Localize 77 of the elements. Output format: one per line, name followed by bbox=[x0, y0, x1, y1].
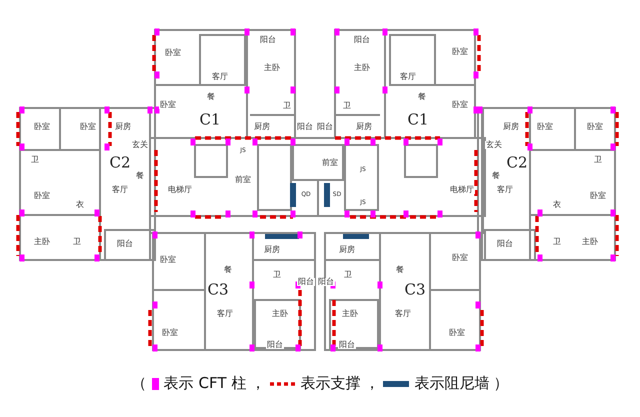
room-label: 卫 bbox=[593, 156, 603, 164]
room-label: 卧室 bbox=[448, 329, 466, 337]
room-label: 餐 bbox=[395, 266, 405, 274]
room-label: 厨房 bbox=[502, 123, 520, 131]
room-label: 阳台 bbox=[266, 341, 284, 349]
legend-punctuation: （ bbox=[132, 374, 147, 393]
room-label: 阳台 bbox=[259, 36, 277, 44]
room-label: 主卧 bbox=[341, 310, 359, 318]
room-label: 餐 bbox=[417, 93, 427, 101]
room-label: 阳台 bbox=[297, 278, 315, 286]
room-label: 阳台 bbox=[296, 123, 314, 131]
room-label: 主卧 bbox=[581, 238, 599, 246]
room-label: 阳台 bbox=[353, 36, 371, 44]
room-label: 卧室 bbox=[451, 101, 469, 109]
room-label: 卫 bbox=[72, 238, 82, 246]
room-label: 阳台 bbox=[116, 240, 134, 248]
unit-label: C1 bbox=[406, 112, 430, 128]
legend-punctuation: ， bbox=[250, 374, 266, 393]
room-label: 卫 bbox=[272, 271, 282, 279]
room-label: 厨房 bbox=[355, 123, 373, 131]
room-label: 卧室 bbox=[33, 123, 51, 131]
room-label: 阳台 bbox=[496, 240, 514, 248]
room-label: 卧室 bbox=[33, 192, 51, 200]
room-label: 卧室 bbox=[589, 192, 607, 200]
room-label: 主卧 bbox=[271, 310, 289, 318]
room-label: 阳台 bbox=[338, 341, 356, 349]
room-label: 卫 bbox=[282, 102, 292, 110]
room-label: 卧室 bbox=[159, 256, 177, 264]
room-label: 卫 bbox=[30, 156, 40, 164]
room-label: 玄关 bbox=[131, 141, 149, 149]
room-label: 餐 bbox=[491, 172, 501, 180]
room-label: 主卧 bbox=[263, 64, 281, 72]
room-label: 电梯厅 bbox=[449, 186, 475, 194]
room-label: 客厅 bbox=[111, 186, 129, 194]
room-label: 卫 bbox=[552, 238, 562, 246]
room-label: 阳台 bbox=[316, 123, 334, 131]
room-label: 卧室 bbox=[586, 123, 604, 131]
room-label: 前室 bbox=[234, 176, 252, 184]
room-label: 卧室 bbox=[79, 123, 97, 131]
room-label: 主卧 bbox=[353, 64, 371, 72]
room-label: 餐 bbox=[223, 266, 233, 274]
room-label: 客厅 bbox=[394, 310, 412, 318]
room-label: 客厅 bbox=[496, 186, 514, 194]
room-label: 厨房 bbox=[263, 246, 281, 254]
room-label: 主卧 bbox=[33, 238, 51, 246]
unit-label: C3 bbox=[206, 282, 230, 298]
room-label: 客厅 bbox=[211, 73, 229, 81]
room-label: 卧室 bbox=[161, 329, 179, 337]
room-label: 卧室 bbox=[451, 254, 469, 262]
room-label: 衣 bbox=[75, 201, 85, 209]
room-label: 客厅 bbox=[216, 310, 234, 318]
room-label: 卧室 bbox=[164, 49, 182, 57]
legend-text: 表示支撑 bbox=[300, 374, 360, 393]
room-label: 卧室 bbox=[159, 101, 177, 109]
room-label: 餐 bbox=[135, 172, 145, 180]
unit-label: C2 bbox=[108, 156, 132, 170]
unit-label: C3 bbox=[403, 282, 427, 298]
unit-label: C1 bbox=[198, 112, 222, 128]
room-label: 电梯厅 bbox=[167, 186, 193, 194]
room-label: 厨房 bbox=[114, 123, 132, 131]
room-label: 前室 bbox=[321, 159, 339, 167]
room-label: 卧室 bbox=[536, 123, 554, 131]
room-label: 厨房 bbox=[338, 246, 356, 254]
room-label: 卧室 bbox=[451, 48, 469, 56]
unit-label: C2 bbox=[505, 156, 529, 170]
room-label: 厨房 bbox=[253, 123, 271, 131]
legend-text: 表示阻尼墙 bbox=[414, 374, 490, 393]
room-label: 阳台 bbox=[317, 278, 335, 286]
legend-punctuation: ， bbox=[364, 374, 380, 393]
legend-punctuation: ） bbox=[493, 374, 508, 393]
room-label: 客厅 bbox=[399, 73, 417, 81]
room-label: 卫 bbox=[342, 102, 352, 110]
room-label: 卫 bbox=[343, 271, 353, 279]
room-label: 玄关 bbox=[485, 141, 503, 149]
room-label: 餐 bbox=[206, 93, 216, 101]
legend-text: 表示 CFT 柱 bbox=[164, 374, 246, 393]
room-label: 衣 bbox=[552, 201, 562, 209]
